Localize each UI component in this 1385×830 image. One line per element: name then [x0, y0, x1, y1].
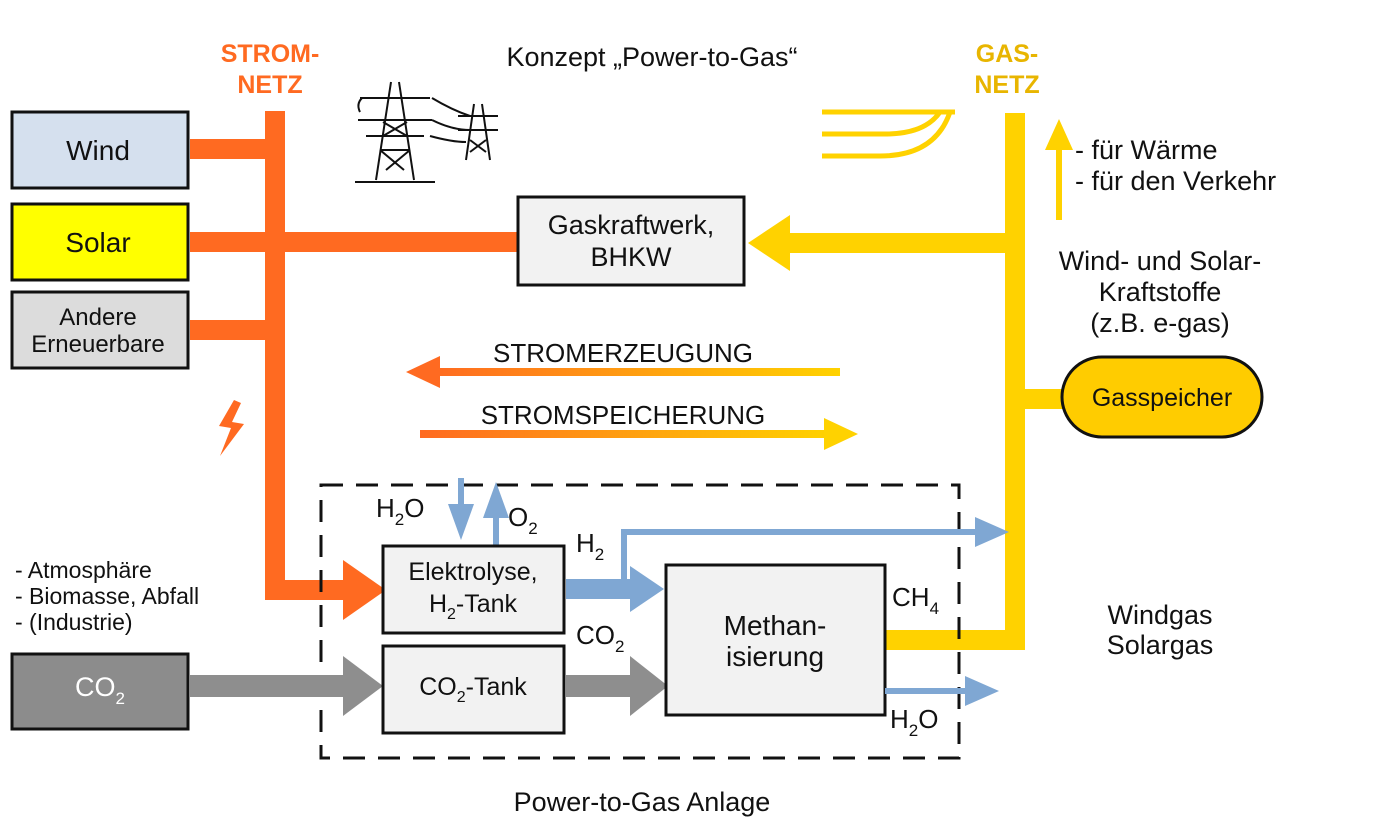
kraftstoffe-line2: Kraftstoffe — [1099, 277, 1222, 307]
solar-box — [10, 202, 190, 282]
h2-to-gasnetz-arrow — [621, 517, 1009, 587]
h2o-in-formula: H2O — [376, 493, 424, 529]
solargas-label: Solargas — [1107, 630, 1214, 660]
wind-label: Wind — [66, 135, 130, 166]
gasspeicher-label: Gasspeicher — [1092, 384, 1232, 412]
methanisierung-label-line1: Methan- — [724, 610, 827, 641]
methanisierung-label-line2: isierung — [726, 641, 824, 672]
andere-label-line1: Andere — [59, 304, 136, 331]
h2o-out-formula: H2O — [890, 704, 938, 740]
co2-formula: CO2 — [576, 620, 624, 656]
co2-source-label: CO2 — [75, 672, 125, 708]
co2-to-methanisierung-arrow — [566, 656, 668, 716]
solar-label: Solar — [65, 227, 130, 258]
diagram-title: Konzept „Power-to-Gas“ — [506, 42, 797, 72]
elektrolyse-label-line1: Elektrolyse, — [408, 558, 537, 586]
co2-source-box — [10, 652, 190, 731]
kraftstoffe-line1: Wind- und Solar- — [1059, 246, 1262, 276]
use-verkehr: - für den Verkehr — [1075, 166, 1276, 196]
h2o-inflow-arrow — [448, 478, 474, 540]
kraftstoffe-line3: (z.B. e-gas) — [1090, 308, 1230, 338]
co2-to-tank-arrow — [190, 656, 383, 716]
gasnetz-label-line2: NETZ — [974, 71, 1039, 99]
stromerzeugung-arrow — [406, 356, 840, 388]
gasspeicher-tank — [1060, 355, 1264, 439]
lightning-icon — [219, 400, 244, 456]
stromspeicherung-label: STROMSPEICHERUNG — [481, 400, 766, 430]
co2-source-line3: - (Industrie) — [15, 609, 133, 635]
stromspeicherung-arrow — [420, 418, 858, 450]
co2-tank-box — [381, 644, 566, 735]
gaskraftwerk-box — [516, 195, 746, 287]
elektrolyse-label-line2: H2-Tank — [429, 590, 518, 623]
o2-out-formula: O2 — [508, 502, 538, 538]
stromnetz-label-line1: STROM- — [221, 40, 320, 68]
stromnetz-label-line2: NETZ — [237, 71, 302, 99]
andere-erneuerbare-box — [10, 290, 190, 370]
anlage-label: Power-to-Gas Anlage — [514, 787, 771, 817]
h2-formula: H2 — [576, 528, 604, 564]
andere-label-line2: Erneuerbare — [31, 331, 164, 358]
h2-to-methanisierung-arrow — [566, 566, 664, 612]
gasnetz-label-line1: GAS- — [976, 40, 1039, 68]
co2-source-line2: - Biomasse, Abfall — [15, 583, 199, 609]
power-pylon-icon — [355, 81, 498, 183]
gaskraftwerk-label-line1: Gaskraftwerk, — [548, 210, 715, 240]
co2-source-line1: - Atmosphäre — [15, 557, 152, 583]
h2o-outflow-arrow — [885, 676, 999, 706]
stromnetz-bus — [190, 111, 520, 620]
ch4-formula: CH4 — [892, 582, 939, 618]
gas-pipe-icon — [822, 109, 955, 159]
co2-tank-label: CO2-Tank — [419, 673, 527, 706]
wind-box — [10, 110, 190, 190]
use-waerme: - für Wärme — [1075, 135, 1218, 165]
power-to-gas-anlage-boundary — [319, 483, 961, 760]
o2-outflow-arrow — [483, 482, 509, 546]
gaskraftwerk-label-line2: BHKW — [591, 242, 673, 272]
gasnetz-bus — [748, 113, 1073, 650]
methanisierung-box — [664, 563, 887, 717]
elektrolyse-box — [381, 544, 566, 635]
stromerzeugung-label: STROMERZEUGUNG — [493, 338, 753, 368]
windgas-label: Windgas — [1107, 600, 1212, 630]
